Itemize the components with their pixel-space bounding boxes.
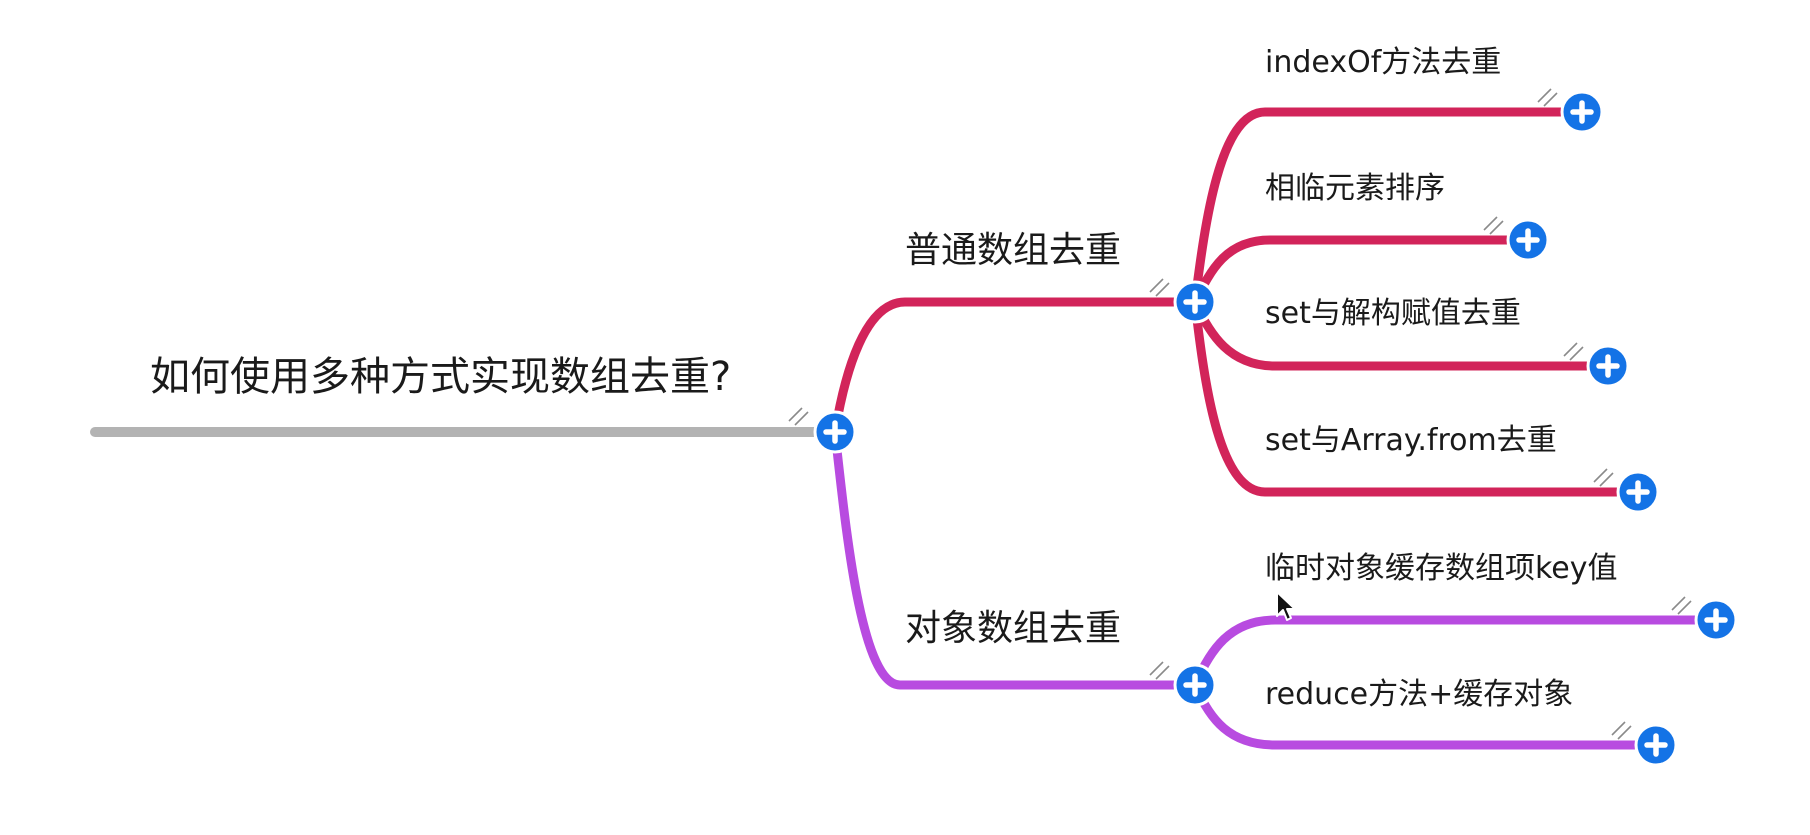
leaf-label-2[interactable]: 相临元素排序 <box>1265 171 1445 206</box>
root-to-branch-1-link <box>830 297 1200 437</box>
leaf-label-6[interactable]: reduce方法+缓存对象 <box>1265 677 1573 712</box>
leaf-6-expand-button[interactable] <box>1634 723 1678 767</box>
leaf-4-expand-button[interactable] <box>1616 470 1660 514</box>
leaf-label-3[interactable]: set与解构赋值去重 <box>1265 296 1521 331</box>
branch-1-expand-button[interactable] <box>1173 280 1217 324</box>
leaf-3-expand-button[interactable] <box>1586 344 1630 388</box>
branch-2-expand-button[interactable] <box>1173 663 1217 707</box>
leaf-label-1[interactable]: indexOf方法去重 <box>1265 45 1501 80</box>
leaf-2-expand-button[interactable] <box>1506 218 1550 262</box>
branch-1-to-leaf-4-link <box>1190 297 1643 497</box>
branch-2-label[interactable]: 对象数组去重 <box>905 608 1121 649</box>
mouse-pointer-icon <box>1276 591 1296 621</box>
leaf-label-5[interactable]: 临时对象缓存数组项key值 <box>1265 551 1618 586</box>
branch-2-to-leaf-1-link <box>1190 615 1721 690</box>
root-label: 如何使用多种方式实现数组去重? <box>150 354 731 400</box>
branch-1-to-leaf-1-link <box>1190 107 1587 307</box>
leaf-5-expand-button[interactable] <box>1694 598 1738 642</box>
root-expand-button[interactable] <box>813 410 857 454</box>
leaf-label-4[interactable]: set与Array.from去重 <box>1265 423 1557 458</box>
root-node[interactable]: 如何使用多种方式实现数组去重? <box>90 354 840 437</box>
leaf-1-expand-button[interactable] <box>1560 90 1604 134</box>
root-hatch-mark <box>788 407 809 426</box>
hatch-marks <box>1149 88 1692 740</box>
root-to-branch-2-link <box>830 427 1200 690</box>
branch-1-label[interactable]: 普通数组去重 <box>905 230 1121 271</box>
branch-1-to-leaf-2-link <box>1190 235 1533 307</box>
